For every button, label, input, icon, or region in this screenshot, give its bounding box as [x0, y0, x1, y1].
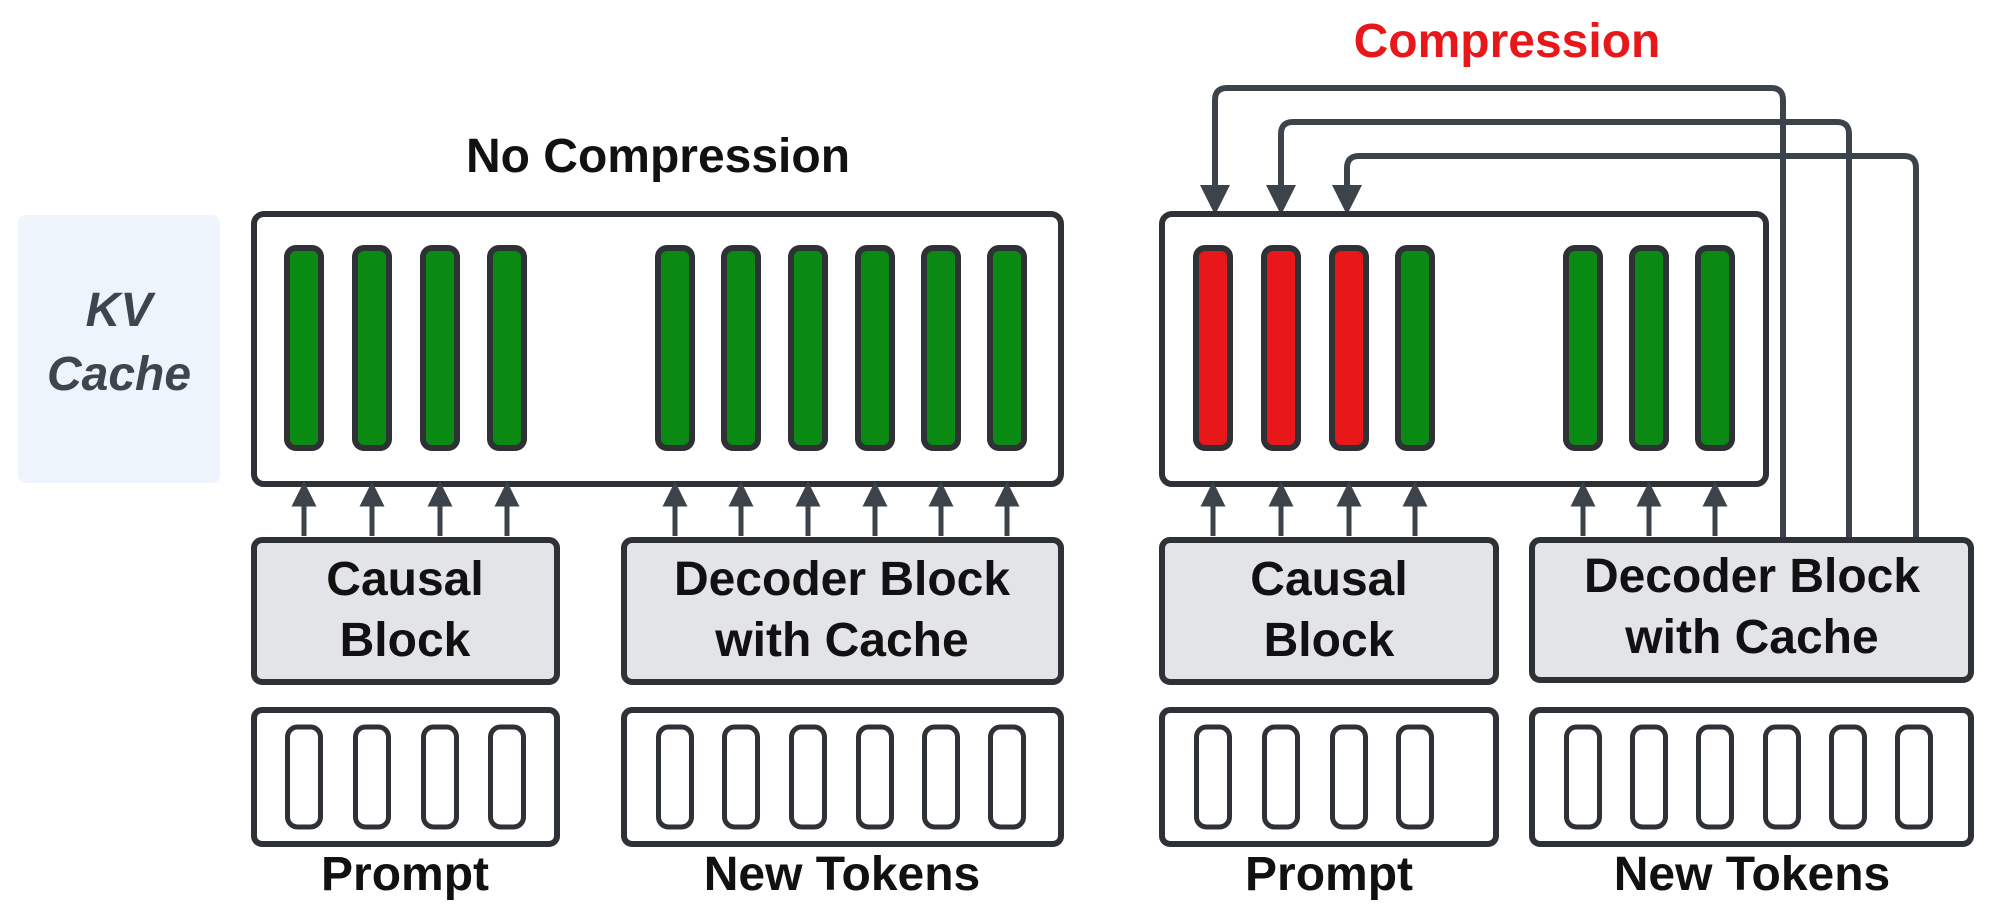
kv-cache-label-line1: KV — [86, 284, 157, 337]
right-decoder-block — [1529, 537, 1974, 683]
right-cache-cell-new-2 — [1629, 245, 1669, 451]
right-new-tokens-label: New Tokens — [1614, 848, 1891, 901]
left-cache-cell-prompt-2 — [352, 245, 392, 451]
right-causal-block — [1159, 537, 1499, 685]
compression-feedback-arrow-3 — [1332, 153, 1919, 537]
right-new-token-6 — [1895, 724, 1933, 830]
left-causal-block — [251, 537, 560, 685]
left-new-tokens-label: New Tokens — [704, 848, 981, 901]
left-kv-cache-cells — [284, 245, 1027, 451]
right-cache-cell-prompt-3 — [1329, 245, 1369, 451]
left-decoder-block-label-line1: Decoder Block — [674, 553, 1010, 606]
right-causal-block-label-line1: Causal — [1250, 553, 1407, 606]
left-new-token-2 — [722, 724, 760, 830]
right-new-tokens — [1564, 724, 1933, 830]
right-decoder-block-label-line1: Decoder Block — [1584, 550, 1920, 603]
right-cache-cell-new-3 — [1695, 245, 1735, 451]
left-prompt-label: Prompt — [321, 848, 489, 901]
left-prompt-token-1 — [285, 724, 323, 830]
left-up-arrows — [291, 481, 1020, 536]
right-new-token-1 — [1564, 724, 1602, 830]
right-kv-cache-container — [1159, 211, 1769, 487]
right-new-token-3 — [1696, 724, 1734, 830]
right-prompt-token-2 — [1262, 724, 1300, 830]
left-cache-cell-new-1 — [655, 245, 695, 451]
right-cache-cell-prompt-2 — [1261, 245, 1301, 451]
right-kv-cache-cells — [1193, 245, 1735, 451]
left-prompt-token-box — [251, 707, 560, 847]
right-prompt-tokens — [1194, 724, 1434, 830]
left-decoder-block — [621, 537, 1064, 685]
compression-feedback-arrow-2 — [1266, 119, 1852, 537]
right-cache-cell-prompt-4 — [1395, 245, 1435, 451]
left-cache-cell-new-6 — [987, 245, 1027, 451]
left-panel-title: No Compression — [466, 130, 850, 183]
left-cache-cell-prompt-4 — [487, 245, 527, 451]
kv-cache-label-box — [18, 215, 220, 483]
right-new-token-2 — [1630, 724, 1668, 830]
right-prompt-token-3 — [1330, 724, 1368, 830]
right-up-arrows — [1200, 481, 1728, 536]
compression-feedback-arrows — [1200, 85, 1919, 537]
right-cache-cell-new-1 — [1563, 245, 1603, 451]
left-cache-cell-prompt-1 — [284, 245, 324, 451]
right-prompt-token-4 — [1396, 724, 1434, 830]
left-cache-cell-new-2 — [721, 245, 761, 451]
left-causal-block-label-line2: Block — [340, 614, 471, 667]
right-causal-block-label-line2: Block — [1264, 614, 1395, 667]
left-new-token-5 — [922, 724, 960, 830]
right-panel-title: Compression — [1354, 15, 1661, 68]
right-new-token-5 — [1829, 724, 1867, 830]
left-new-token-4 — [856, 724, 894, 830]
right-new-token-4 — [1763, 724, 1801, 830]
left-prompt-token-3 — [421, 724, 459, 830]
left-cache-cell-prompt-3 — [420, 245, 460, 451]
right-cache-cell-prompt-1 — [1193, 245, 1233, 451]
left-cache-cell-new-3 — [788, 245, 828, 451]
left-cache-cell-new-5 — [921, 245, 961, 451]
compression-feedback-arrow-1 — [1200, 85, 1786, 537]
left-new-tokens — [656, 724, 1026, 830]
left-prompt-token-4 — [488, 724, 526, 830]
left-causal-block-label-line1: Causal — [326, 553, 483, 606]
left-new-token-1 — [656, 724, 694, 830]
left-decoder-block-label-line2: with Cache — [714, 614, 968, 667]
left-new-token-3 — [789, 724, 827, 830]
right-decoder-block-label-line2: with Cache — [1624, 611, 1878, 664]
right-prompt-token-1 — [1194, 724, 1232, 830]
kv-cache-label-line2: Cache — [47, 348, 191, 401]
left-prompt-tokens — [285, 724, 526, 830]
left-new-token-6 — [988, 724, 1026, 830]
right-prompt-label: Prompt — [1245, 848, 1413, 901]
left-cache-cell-new-4 — [855, 245, 895, 451]
left-prompt-token-2 — [353, 724, 391, 830]
